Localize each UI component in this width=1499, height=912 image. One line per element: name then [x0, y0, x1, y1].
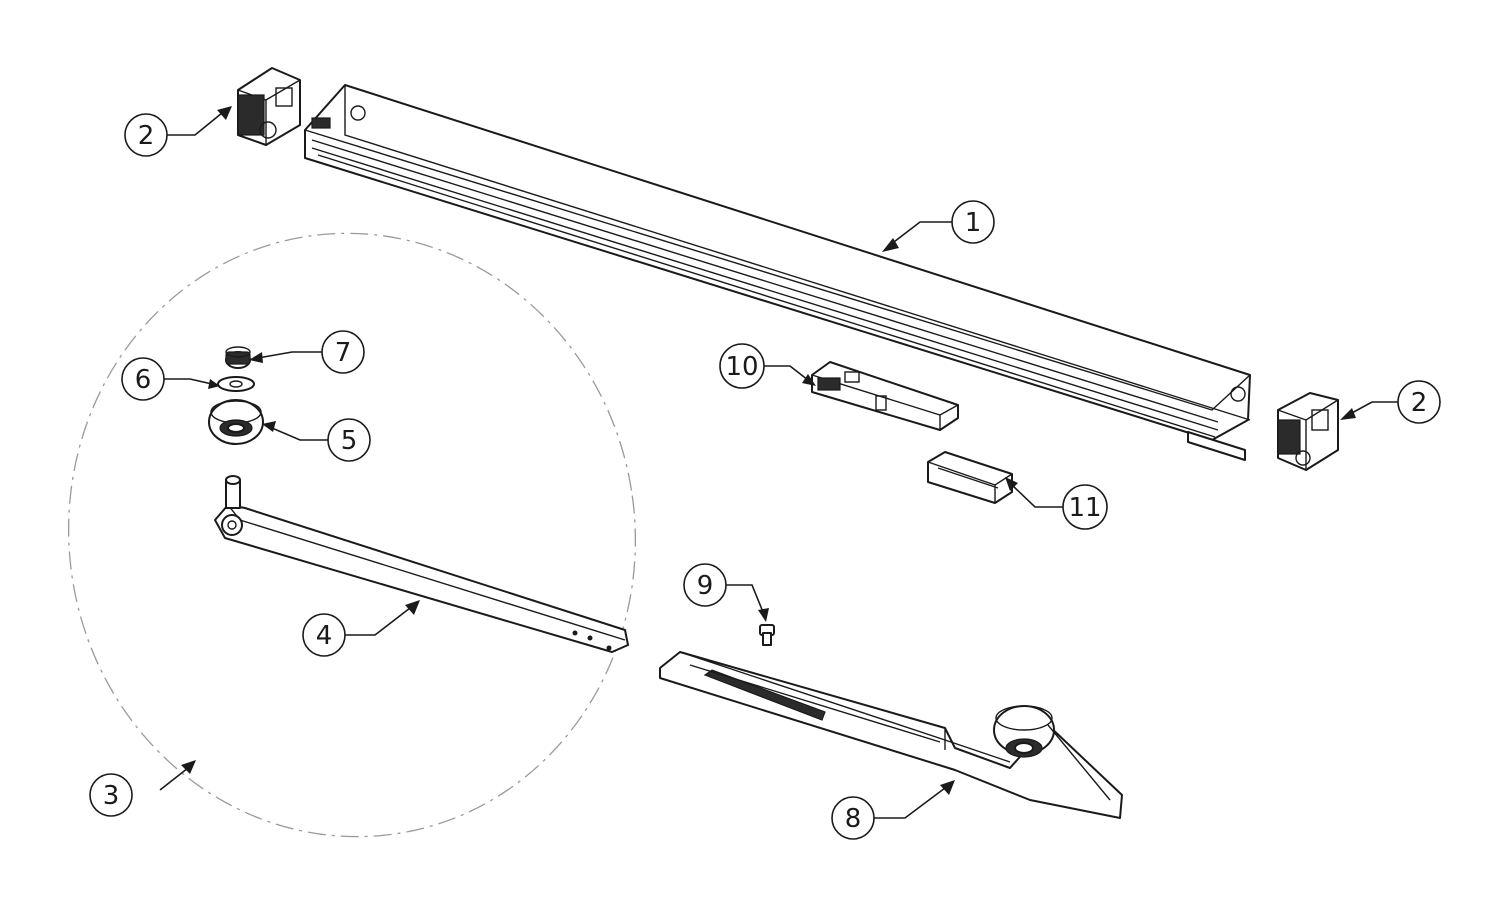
- callout-2-left: 2: [124, 106, 232, 157]
- callout-bubble-10: [719, 343, 765, 389]
- callout-label-3: 3: [103, 781, 120, 811]
- screw: [759, 624, 775, 646]
- track-rail: [304, 84, 1251, 461]
- callout-bubble-7: [321, 330, 365, 374]
- callout-label-8: 8: [845, 804, 862, 834]
- end-cap-left: [237, 67, 301, 146]
- callout-label-1: 1: [965, 208, 982, 238]
- callout-label-2-right: 2: [1411, 388, 1428, 418]
- callout-bubble-6: [121, 357, 165, 401]
- callout-label-5: 5: [341, 426, 358, 456]
- callout-4: 4: [302, 600, 420, 657]
- assembly-group-outline: [67, 232, 637, 838]
- callout-10: 10: [719, 343, 816, 389]
- roller-arm: [214, 475, 629, 653]
- callout-label-4: 4: [316, 621, 333, 651]
- callout-6: 6: [121, 357, 220, 401]
- u-clip: [927, 451, 1013, 504]
- callout-bubble-5: [327, 418, 371, 462]
- callout-label-7: 7: [335, 338, 352, 368]
- callout-bubble-11: [1062, 484, 1108, 530]
- callout-3: 3: [89, 760, 196, 817]
- nut: [225, 346, 251, 369]
- roller-wheel: [208, 399, 264, 445]
- callout-8: 8: [831, 780, 955, 840]
- callout-11: 11: [1005, 477, 1108, 530]
- callout-bubble-9: [683, 563, 727, 607]
- callout-bubble-8: [831, 796, 875, 840]
- callout-bubble-2-left: [124, 113, 168, 157]
- end-cap-right: [1277, 392, 1339, 471]
- callout-label-10: 10: [725, 352, 758, 382]
- callout-2-right: 2: [1340, 380, 1441, 424]
- callout-bubble-2-right: [1397, 380, 1441, 424]
- callout-bubble-1: [951, 200, 995, 244]
- slider-block: [811, 361, 959, 431]
- callout-bubble-4: [302, 613, 346, 657]
- main-arm: [659, 651, 1123, 819]
- washer: [217, 376, 255, 392]
- callout-9: 9: [683, 563, 769, 622]
- callout-7: 7: [249, 330, 365, 374]
- callout-bubble-3: [89, 773, 133, 817]
- callout-label-6: 6: [135, 365, 152, 395]
- callout-label-9: 9: [697, 571, 714, 601]
- callout-label-11: 11: [1068, 493, 1101, 523]
- callout-label-2-left: 2: [138, 121, 155, 151]
- callout-5: 5: [262, 418, 371, 462]
- callout-1: 1: [882, 200, 995, 252]
